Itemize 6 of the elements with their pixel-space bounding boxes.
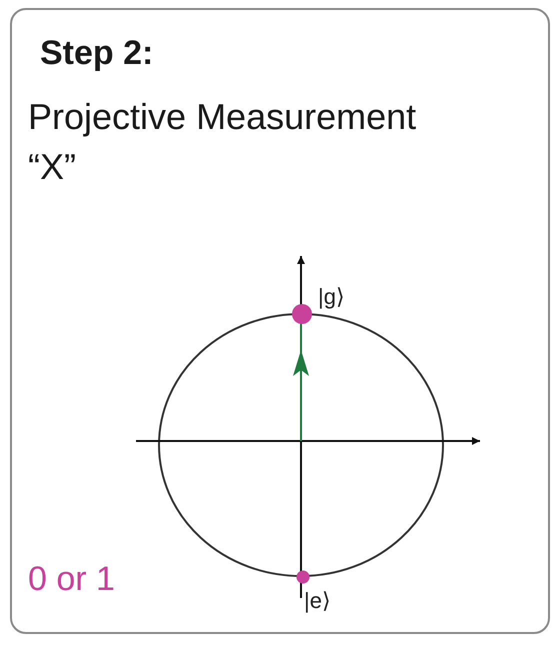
- panel-box: [10, 8, 550, 634]
- step-heading: Step 2:: [40, 33, 154, 74]
- state-label: |g⟩: [318, 284, 345, 310]
- measurement-title: Projective Measurement “X”: [28, 95, 418, 189]
- measurement-outcome: 0 or 1: [28, 560, 115, 599]
- state-label: |e⟩: [304, 588, 331, 614]
